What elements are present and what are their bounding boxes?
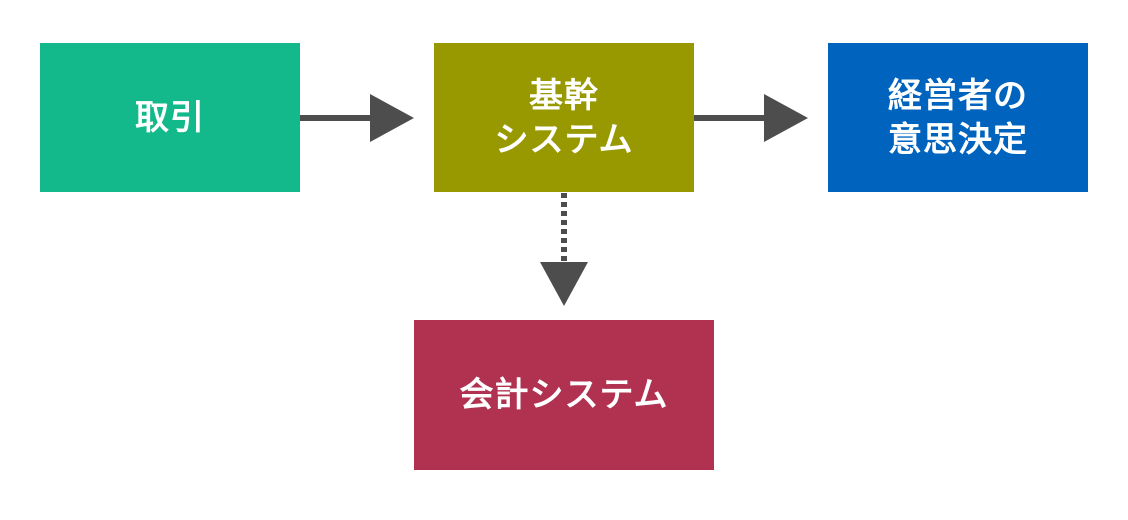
- node-kikan-system-line1: 基幹: [528, 75, 599, 116]
- node-management-decision-line2: 意思決定: [888, 119, 1028, 160]
- arrow-kikan-to-keiei: [694, 94, 808, 142]
- node-accounting-system: 会計システム: [414, 320, 714, 470]
- node-accounting-system-label: 会計システム: [459, 375, 669, 415]
- node-management-decision-line1: 経営者の: [888, 75, 1028, 116]
- node-management-decision: 経営者の 意思決定: [828, 43, 1088, 192]
- arrow-kikan-to-keiei-head: [764, 94, 808, 142]
- arrow-torihiki-to-kikan-head: [370, 94, 414, 142]
- node-torihiki-label: 取引: [135, 97, 205, 138]
- node-management-decision-text: 経営者の 意思決定: [888, 74, 1028, 162]
- node-torihiki: 取引: [40, 43, 300, 192]
- node-kikan-system-line2: システム: [494, 119, 634, 160]
- arrow-kikan-to-kaikei-head: [540, 262, 588, 306]
- node-kikan-system-text: 基幹 システム: [495, 74, 634, 162]
- arrow-kikan-to-kaikei: [540, 193, 588, 306]
- arrow-torihiki-to-kikan: [300, 94, 414, 142]
- node-kikan-system: 基幹 システム: [434, 43, 694, 192]
